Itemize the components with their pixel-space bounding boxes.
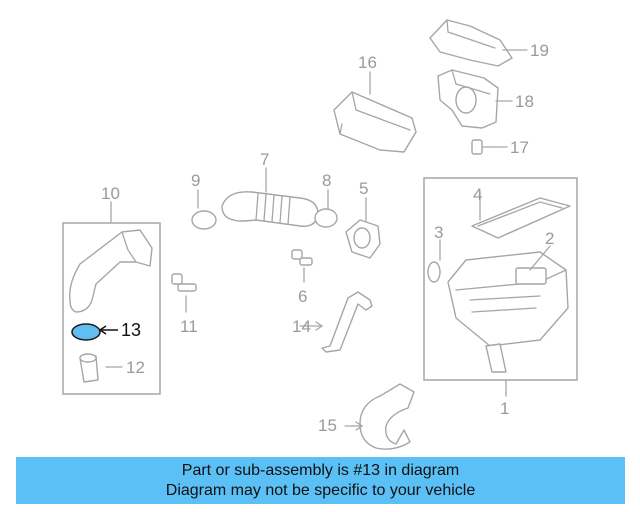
label-7: 7 xyxy=(260,150,269,169)
label-3: 3 xyxy=(434,223,443,242)
part-12-grommet: 12 xyxy=(79,353,145,383)
label-5: 5 xyxy=(359,179,368,198)
label-2: 2 xyxy=(545,229,554,248)
label-10: 10 xyxy=(101,184,120,203)
part-5-maf-sensor: 5 xyxy=(345,179,381,259)
part-19-intake-cover: 19 xyxy=(429,19,549,67)
part-17-bolt: 17 xyxy=(471,138,529,157)
part-10-group-box: 10 13 12 xyxy=(62,184,161,395)
label-9: 9 xyxy=(191,171,200,190)
part-15-outlet-duct: 15 xyxy=(318,383,415,450)
label-13: 13 xyxy=(121,320,141,340)
label-11: 11 xyxy=(180,317,198,336)
label-17: 17 xyxy=(510,138,529,157)
label-8: 8 xyxy=(322,171,331,190)
part-7-intake-hose: 7 xyxy=(221,150,319,227)
parts-diagram: 19 18 17 16 7 9 xyxy=(62,19,578,450)
label-16: 16 xyxy=(358,53,377,72)
label-14: 14 xyxy=(292,317,311,336)
label-6: 6 xyxy=(298,287,307,306)
label-1: 1 xyxy=(500,399,509,418)
label-15: 15 xyxy=(318,416,337,435)
part-6-bolt: 6 xyxy=(291,249,313,306)
label-12: 12 xyxy=(126,358,145,377)
part-1-group-box: 1 4 3 2 xyxy=(423,177,578,418)
part-18-resonator: 18 xyxy=(437,69,534,129)
info-banner: Part or sub-assembly is #13 in diagram D… xyxy=(16,457,625,504)
part-8-clamp: 8 xyxy=(314,171,338,228)
part-11-bolt: 11 xyxy=(171,273,198,336)
banner-line-2: Diagram may not be specific to your vehi… xyxy=(165,481,476,499)
label-19: 19 xyxy=(530,41,549,60)
part-16-air-duct: 16 xyxy=(333,53,417,153)
label-4: 4 xyxy=(473,185,482,204)
part-14-breather-hose: 14 xyxy=(292,291,373,353)
banner-line-1: Part or sub-assembly is #13 in diagram xyxy=(181,461,460,479)
part-9-clamp: 9 xyxy=(191,171,217,230)
part-13-seal: 13 xyxy=(71,320,141,341)
label-18: 18 xyxy=(515,92,534,111)
